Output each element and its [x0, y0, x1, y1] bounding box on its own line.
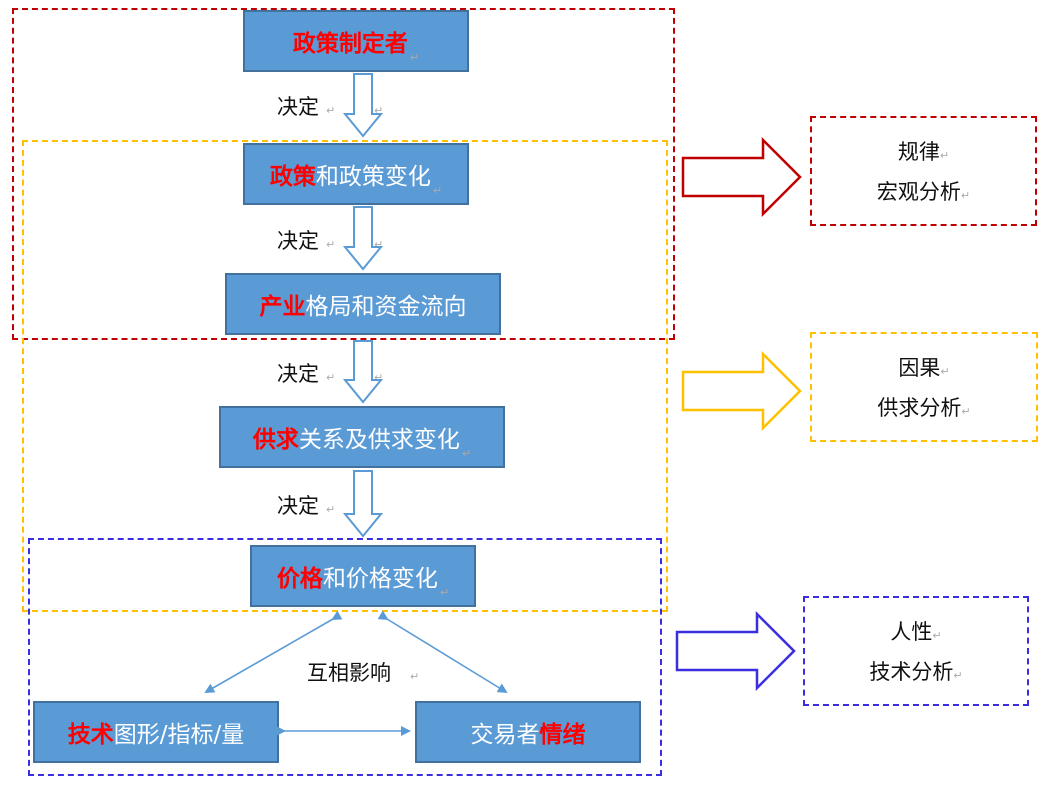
down-arrow-2	[342, 206, 384, 271]
sentiment-box: 交易者 情绪	[415, 701, 641, 763]
price-highlight: 价格	[276, 566, 323, 592]
industry-box: 产业 格局和资金流向	[225, 273, 501, 335]
down-arrow-4	[342, 470, 384, 538]
supply-text: 关系及供求变化	[298, 427, 460, 453]
down-arrow-3	[342, 340, 384, 404]
human-note-line1: 人性	[890, 620, 933, 644]
paragraph-mark: ↵	[374, 104, 384, 117]
paragraph-mark: ↵	[326, 238, 336, 251]
right-arrow-human	[675, 610, 796, 692]
paragraph-mark: ↵	[409, 51, 420, 64]
paragraph-mark: ↵	[439, 586, 450, 599]
sentiment-text: 交易者	[470, 722, 540, 748]
paragraph-mark: ↵	[953, 669, 963, 682]
supply-highlight: 供求	[252, 427, 299, 453]
supply-box: 供求 关系及供求变化 ↵	[219, 406, 505, 468]
causal-note-line1: 因果	[898, 356, 941, 380]
causal-note-line2: 供求分析	[877, 396, 962, 420]
policy-highlight: 政策	[269, 164, 316, 190]
paragraph-mark: ↵	[326, 371, 336, 384]
causal-note: 因果↵ 供求分析↵	[810, 350, 1038, 430]
paragraph-mark: ↵	[374, 371, 384, 384]
price-technical-arrow	[204, 610, 343, 693]
causal-frame	[22, 140, 668, 612]
policy-text: 和政策变化	[315, 164, 431, 190]
paragraph-mark: ↵	[932, 629, 942, 642]
policy-box: 政策 和政策变化 ↵	[243, 143, 469, 205]
macro-note: 规律↵ 宏观分析↵	[810, 134, 1037, 214]
causal-note-frame	[810, 332, 1038, 442]
technical-box: 技术 图形/指标/量	[33, 701, 279, 763]
decide-label-4: 决定	[277, 494, 319, 518]
human-note-frame	[803, 596, 1029, 706]
policymaker-box: 政策制定者 ↵	[243, 10, 469, 72]
technical-text: 图形/指标/量	[113, 722, 245, 748]
macro-note-line2: 宏观分析	[876, 180, 961, 204]
human-frame	[28, 538, 662, 776]
price-box: 价格 和价格变化 ↵	[250, 545, 476, 607]
paragraph-mark: ↵	[961, 405, 971, 418]
price-text: 和价格变化	[322, 566, 438, 592]
price-sentiment-arrow	[377, 610, 508, 694]
paragraph-mark: ↵	[940, 365, 950, 378]
paragraph-mark: ↵	[939, 149, 950, 162]
right-arrow-causal	[681, 350, 802, 432]
macro-note-line1: 规律	[897, 140, 940, 164]
decide-label-2: 决定	[277, 229, 319, 253]
technical-highlight: 技术	[67, 722, 114, 748]
decide-label-1: 决定	[277, 95, 319, 119]
paragraph-mark: ↵	[326, 503, 336, 516]
down-arrow-1	[342, 73, 384, 138]
paragraph-mark: ↵	[326, 104, 336, 117]
paragraph-mark: ↵	[374, 238, 384, 251]
decide-label-3: 决定	[277, 362, 319, 386]
industry-highlight: 产业	[259, 294, 306, 320]
human-note-line2: 技术分析	[869, 660, 954, 684]
sentiment-highlight: 情绪	[539, 722, 586, 748]
right-arrow-macro	[681, 136, 802, 218]
paragraph-mark: ↵	[461, 447, 472, 460]
human-note: 人性↵ 技术分析↵	[803, 614, 1029, 694]
macro-note-frame	[810, 116, 1037, 226]
industry-text: 格局和资金流向	[305, 294, 467, 320]
policymaker-highlight: 政策制定者	[292, 31, 408, 57]
macro-frame	[12, 8, 675, 340]
paragraph-mark: ↵	[432, 184, 443, 197]
paragraph-mark: ↵	[960, 189, 971, 202]
